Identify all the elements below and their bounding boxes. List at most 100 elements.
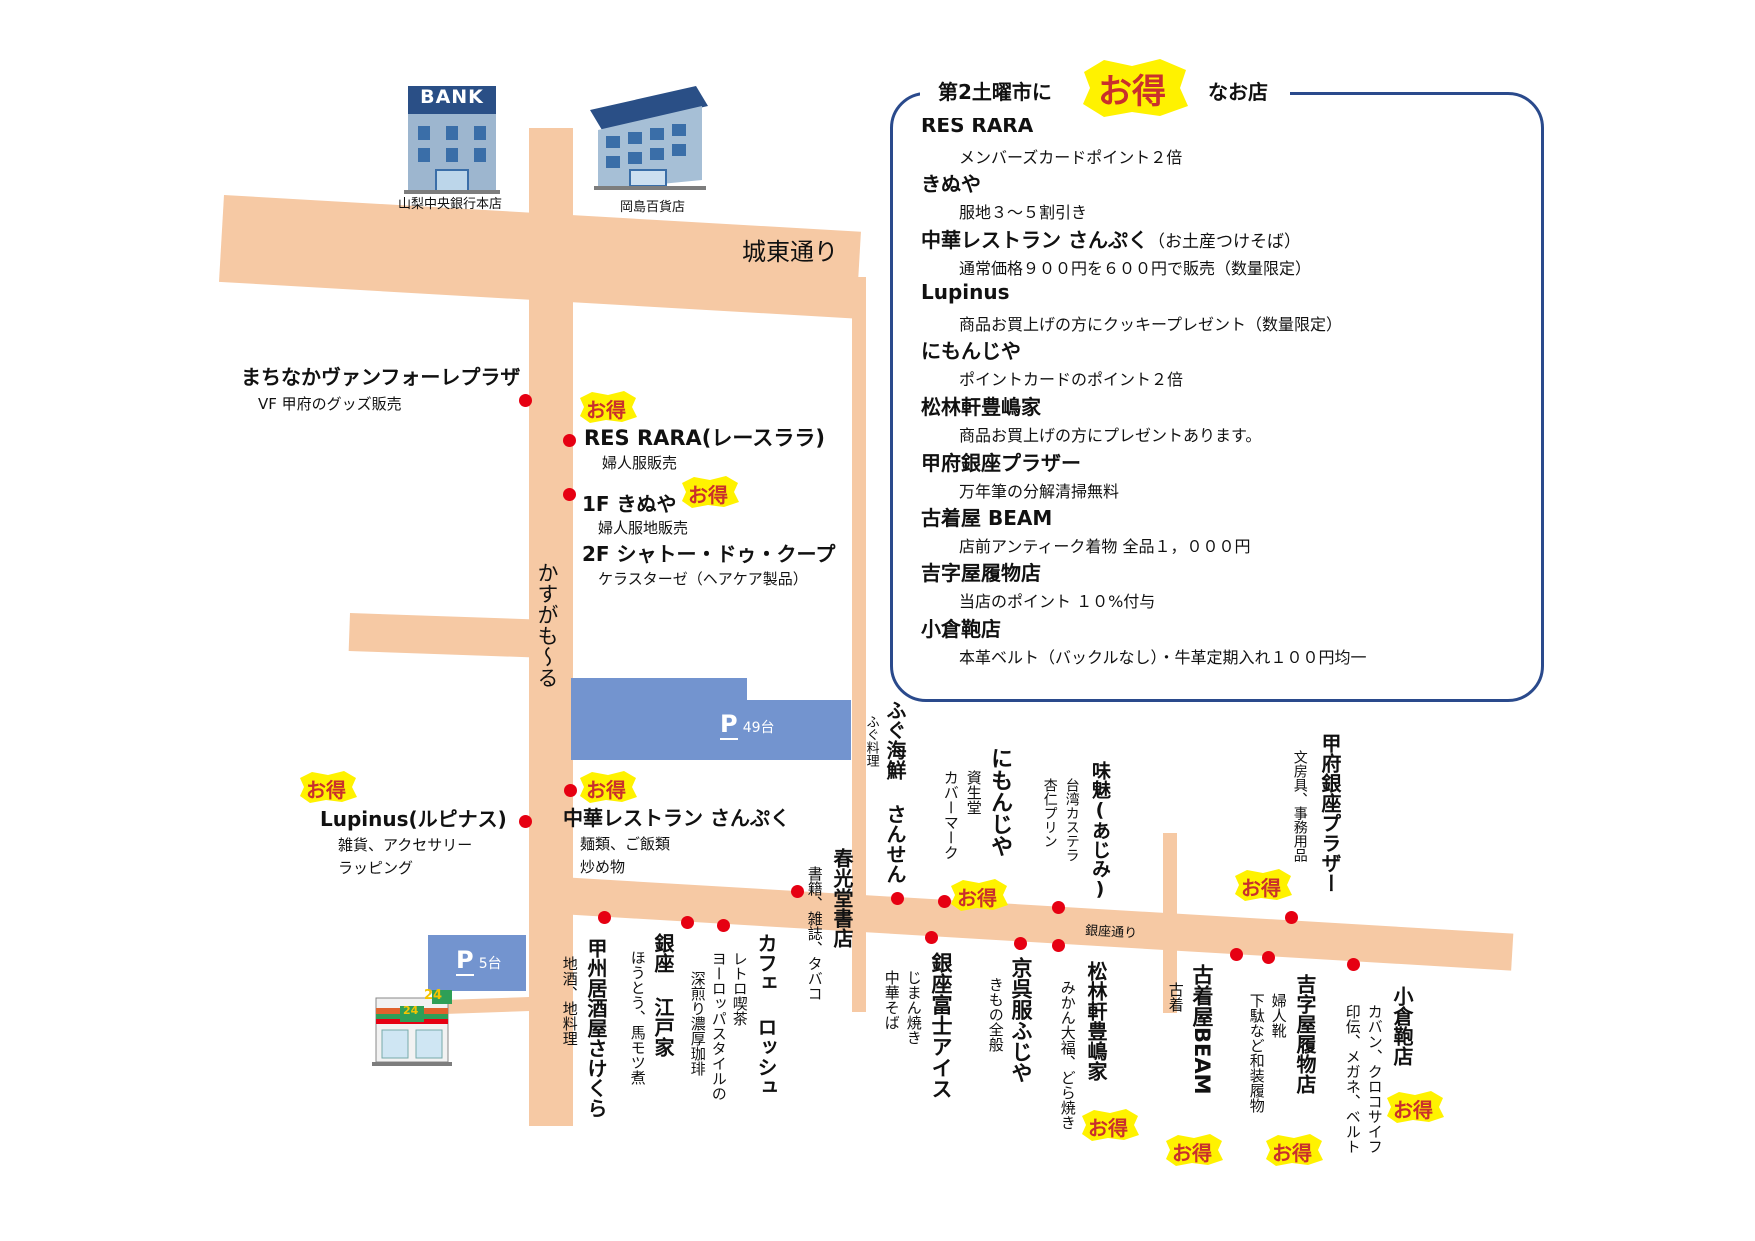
sanpuku-name: 中華レストラン さんぷく (563, 806, 790, 830)
panel-shop-desc: 通常価格９００円を６００円で販売（数量限定） (959, 259, 1312, 278)
chateau-desc: ケラスターゼ（ヘアケア製品） (598, 570, 808, 588)
panel-shop-desc: 万年筆の分解清掃無料 (959, 482, 1120, 501)
marker-plaza (1285, 911, 1298, 924)
panel-shop-desc: 商品お買上げの方にクッキープレゼント（数量限定） (959, 315, 1343, 334)
parking-49-label: P 49台 (720, 710, 775, 740)
beam-desc-1: 古着 (1166, 982, 1185, 1012)
bank-label: 山梨中央銀行本店 (398, 197, 503, 212)
edoya-name: 銀座 江戸家 (651, 933, 675, 1057)
otoku-badge-beam: お得 (1164, 1133, 1224, 1171)
nimonjiya-desc-2: カバーマーク (941, 770, 960, 860)
otoku-badge-plaza: お得 (1233, 868, 1293, 906)
fujiice-desc-2: 中華そば (882, 970, 901, 1030)
rossi-desc-2: ヨーロッパスタイルの (709, 951, 728, 1101)
parking-49-area (571, 700, 851, 760)
lupinus-desc-1: 雑貨、アクセサリー (338, 836, 473, 854)
ogura-desc-2: 印伝、メガネ、ベルト (1343, 1004, 1362, 1154)
marker-vanfore (519, 394, 532, 407)
fugu-name: ふぐ海鮮 さんせん (883, 700, 907, 884)
panel-shop-desc: 店前アンティーク着物 全品１，０００円 (959, 537, 1251, 556)
marker-rossi (717, 919, 730, 932)
department-store-icon (590, 86, 708, 190)
panel-shop-name: 吉字屋履物店 (921, 561, 1041, 585)
matsubayashi-desc-1: みかん大福、どら焼き (1058, 980, 1077, 1130)
otoku-badge-resrara: お得 (578, 390, 638, 428)
ginza-road-label: 銀座通り (1084, 923, 1138, 942)
burst-icon (951, 879, 1008, 911)
parking-5-area (428, 935, 526, 991)
bank-sign: BANK (420, 86, 484, 108)
joto-road-label: 城東通り (742, 238, 838, 266)
burst-icon (682, 476, 739, 508)
department-store-label: 岡島百貨店 (620, 200, 686, 215)
panel-shop-note: （お土産つけそば） (1147, 232, 1301, 252)
sanpuku-desc-1: 麺類、ご飯類 (580, 835, 671, 853)
ginza-road (557, 877, 1514, 971)
panel-shop-desc: メンバーズカードポイント２倍 (959, 148, 1183, 167)
otoku-badge-kinuya: お得 (680, 475, 740, 513)
kinuya-desc: 婦人服地販売 (598, 519, 689, 537)
fujiya-name: 京呉服ふじや (1009, 957, 1034, 1083)
ajimi-desc-2: 杏仁プリン (1041, 778, 1058, 848)
matsubayashi-name: 松林軒豊嶋家 (1084, 961, 1108, 1081)
side-road-vertical (852, 277, 866, 1012)
panel-shop-desc: 商品お買上げの方にプレゼントあります。 (959, 426, 1262, 445)
nimonjiya-name: にもんじや (987, 747, 1013, 857)
burst-icon (580, 391, 637, 423)
shunkodo-desc-1: 書籍、雑誌、タバコ (805, 866, 824, 1001)
panel-shop-name: 松林軒豊嶋家 (921, 395, 1041, 419)
sanpuku-desc-2: 炒め物 (580, 858, 626, 876)
fujiya-desc-1: きもの全般 (986, 977, 1005, 1052)
convenience-sign-small: 24 (403, 1004, 419, 1017)
rossi-desc-1: レトロ喫茶 (730, 951, 749, 1026)
chateau-name: 2F シャトー・ドゥ・クープ (582, 542, 836, 566)
panel-shop-desc: 本革ベルト（バックルなし）・牛革定期入れ１００円均一 (959, 648, 1367, 667)
rossi-name: カフェ ロッシュ (754, 933, 778, 1097)
panel-shop-name: きぬや (921, 172, 981, 196)
marker-resrara (563, 434, 576, 447)
vanfore-desc: VF 甲府のグッズ販売 (258, 395, 402, 413)
rossi-desc-3: 深煎り濃厚珈琲 (688, 971, 707, 1076)
marker-ogura (1347, 958, 1360, 971)
edoya-desc-1: ほうとう、馬モツ煮 (628, 950, 647, 1085)
convenience-sign-large: 24 (424, 988, 443, 1003)
burst-icon (1387, 1091, 1444, 1123)
kichijiya-desc-2: 下駄など和装履物 (1247, 993, 1266, 1113)
marker-beam (1230, 948, 1243, 961)
ajimi-desc-1: 台湾カステラ (1063, 778, 1080, 862)
marker-sakekura (598, 911, 611, 924)
parking-5-label: P 5台 (456, 946, 502, 976)
ogura-name: 小倉鞄店 (1390, 986, 1414, 1066)
burst-icon (1235, 869, 1292, 901)
panel-shop-desc: 当店のポイント １０%付与 (959, 592, 1156, 611)
marker-sanpuku (564, 784, 577, 797)
marker-shunkodo (791, 885, 804, 898)
burst-icon (1166, 1134, 1223, 1166)
ajimi-name: 味魅(あじみ) (1088, 761, 1111, 900)
otoku-badge-kichijiya: お得 (1264, 1133, 1324, 1171)
resrara-desc: 婦人服販売 (602, 454, 678, 472)
fujiice-desc-1: じまん焼き (904, 970, 923, 1045)
bank-building-icon (404, 86, 500, 194)
kichijiya-desc-1: 婦人靴 (1269, 993, 1288, 1038)
panel-shop-name: 小倉鞄店 (921, 617, 1001, 641)
sakekura-desc-1: 地酒、地料理 (560, 956, 579, 1046)
marker-lupinus (519, 815, 532, 828)
lupinus-name: Lupinus(ルピナス) (320, 807, 507, 831)
convenience-store-icon (372, 990, 452, 1066)
fugu-desc: ふぐ料理 (863, 715, 879, 767)
burst-icon (580, 771, 637, 803)
shunkodo-name: 春光堂書店 (830, 848, 854, 948)
panel-title-badge: お得 (1080, 58, 1190, 122)
panel-title-pre: 第2土曜市に (938, 80, 1052, 104)
panel-shop-name: 古着屋 BEAM (921, 506, 1053, 530)
panel-title-post: なお店 (1208, 80, 1268, 104)
marker-nimonjiya (938, 895, 951, 908)
marker-fujiice (925, 931, 938, 944)
marker-fugu (891, 892, 904, 905)
burst-icon (1266, 1134, 1323, 1166)
otoku-badge-nimonjiya: お得 (949, 878, 1009, 916)
kinuya-name: 1F きぬや (582, 492, 677, 516)
marker-fujiya (1014, 937, 1027, 950)
ginza-lane (1163, 833, 1177, 1013)
